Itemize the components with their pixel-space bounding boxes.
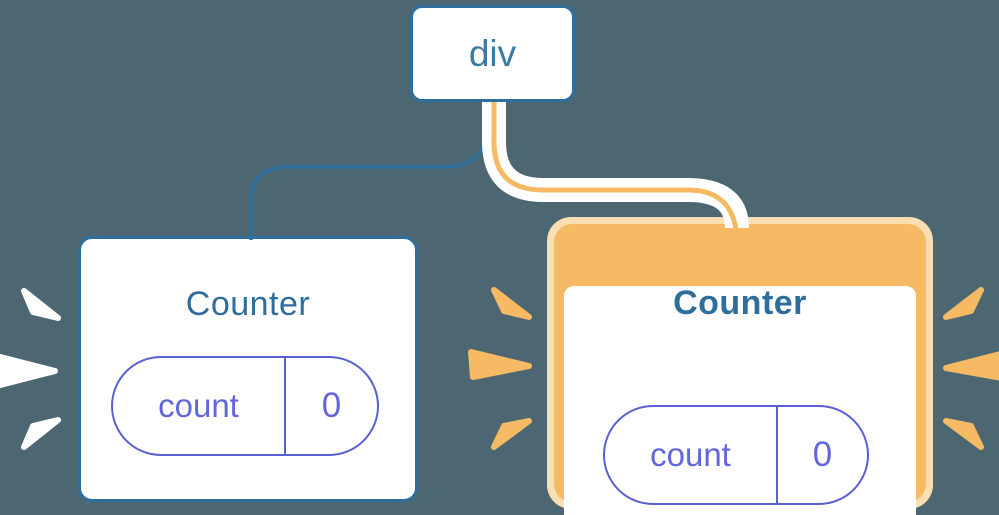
state-value-left: 0	[321, 386, 342, 425]
counter-card-right-highlighted: Counter count 0	[547, 217, 933, 515]
highlight-ring: Counter count 0	[554, 224, 926, 515]
counter-card-right-inner: Counter count 0	[564, 286, 916, 515]
counter-title-right: Counter	[673, 284, 807, 322]
spark-icon	[21, 417, 61, 450]
spark-icon	[21, 288, 61, 321]
render-sparks-left-card	[0, 288, 61, 450]
spark-icon	[943, 287, 984, 320]
counter-title-left: Counter	[185, 285, 311, 323]
root-node-div: div	[410, 5, 575, 102]
render-sparks-right-card-left	[468, 287, 532, 450]
root-node-label: div	[468, 32, 517, 74]
state-pill-right: count 0	[603, 405, 869, 505]
spark-icon	[491, 287, 532, 320]
spark-icon	[943, 351, 999, 381]
edge-div-to-left-counter	[249, 100, 488, 240]
state-pill-left: count 0	[111, 356, 379, 456]
state-value-right: 0	[812, 435, 833, 474]
state-key-left: count	[113, 358, 286, 454]
render-sparks-right-card-right	[943, 287, 999, 450]
spark-icon	[491, 418, 532, 450]
state-key-right: count	[605, 407, 778, 503]
counter-card-left: Counter count 0	[78, 236, 418, 502]
spark-icon	[468, 349, 532, 380]
edge-highlight-casing	[482, 98, 749, 229]
spark-icon	[0, 353, 58, 389]
spark-icon	[943, 418, 984, 450]
